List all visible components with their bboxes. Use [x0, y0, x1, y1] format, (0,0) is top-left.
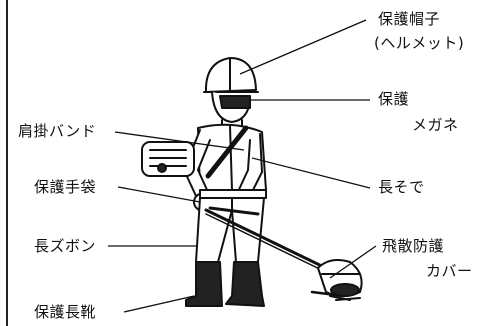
- label-goggles-line1: 保護: [378, 90, 410, 108]
- label-gloves: 保護手袋: [34, 178, 97, 196]
- label-goggles-line2: メガネ: [412, 116, 459, 134]
- label-boots: 保護長靴: [34, 303, 97, 321]
- leader-boots: [123, 295, 195, 313]
- label-guard-line1: 飛散防護: [382, 237, 445, 255]
- label-helmet-line2: (ヘルメット): [374, 34, 465, 52]
- leader-long-sleeves: [251, 157, 371, 189]
- label-helmet-line1: 保護帽子: [378, 10, 441, 28]
- label-long-pants: 長ズボン: [34, 237, 97, 255]
- label-guard-line2: カバー: [426, 262, 473, 280]
- leader-gloves: [117, 186, 201, 203]
- boot-right: [185, 261, 223, 307]
- leader-guard: [329, 245, 377, 279]
- pants-shape: [195, 197, 265, 263]
- left-border-line: [6, 0, 8, 326]
- boot-left: [225, 261, 265, 307]
- leader-shoulder-band: [114, 131, 245, 151]
- label-shoulder-band: 肩掛バンド: [18, 122, 97, 140]
- cutter-shaft: [204, 208, 332, 272]
- leader-helmet: [239, 19, 367, 75]
- goggles-shape: [219, 95, 251, 109]
- label-long-sleeves: 長そで: [378, 178, 425, 196]
